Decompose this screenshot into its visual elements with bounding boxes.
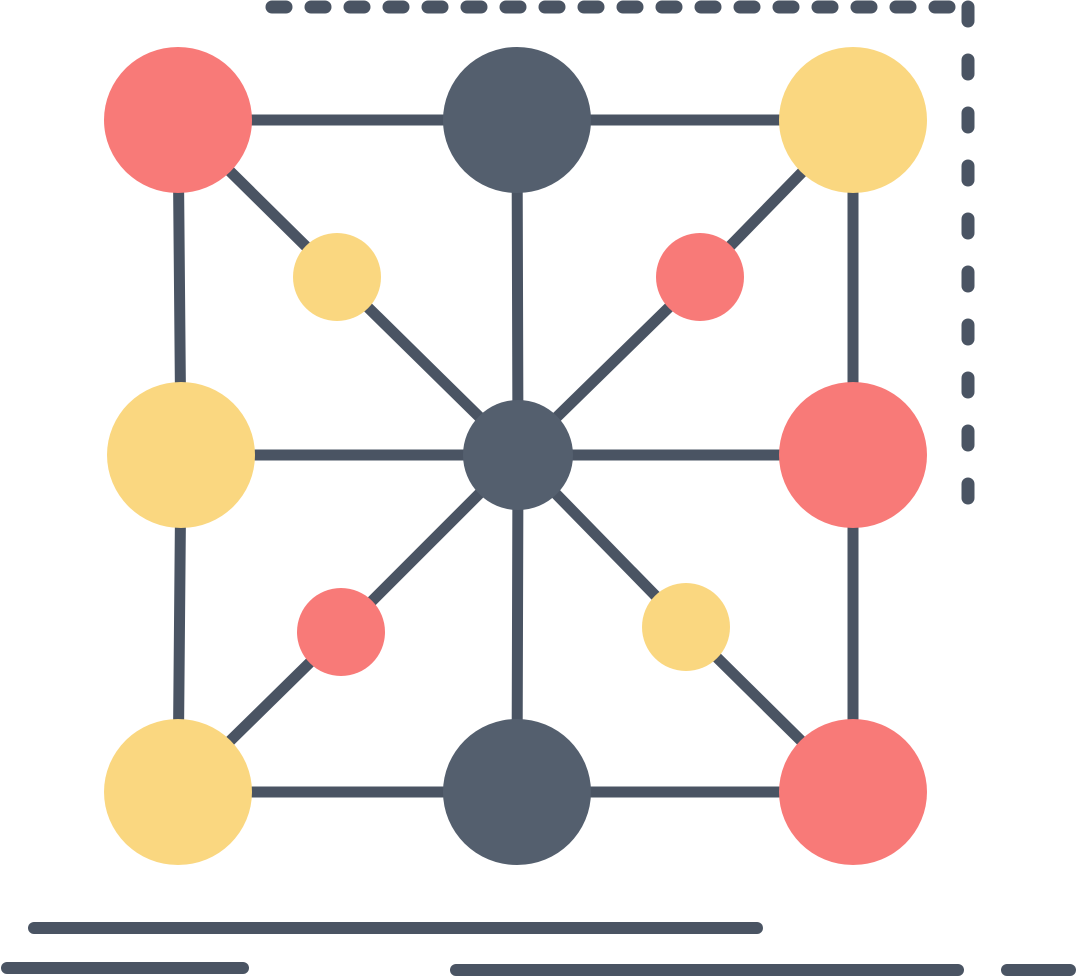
node-top-center [443, 47, 591, 193]
node-diag-lower-right [642, 583, 730, 671]
node-diag-upper-right [656, 233, 744, 321]
node-bottom-center [443, 719, 591, 865]
node-bottom-right [779, 719, 927, 865]
node-middle-right [779, 382, 927, 528]
node-diag-upper-left [293, 233, 381, 321]
node-top-right [779, 47, 927, 193]
baselines [1, 922, 1076, 976]
node-middle-left [107, 382, 255, 528]
node-bottom-left [104, 719, 252, 865]
node-diag-lower-left [297, 588, 385, 676]
node-center [463, 400, 573, 510]
dotted-frame [265, 0, 975, 505]
node-top-left [104, 47, 252, 193]
nodes [104, 47, 927, 865]
